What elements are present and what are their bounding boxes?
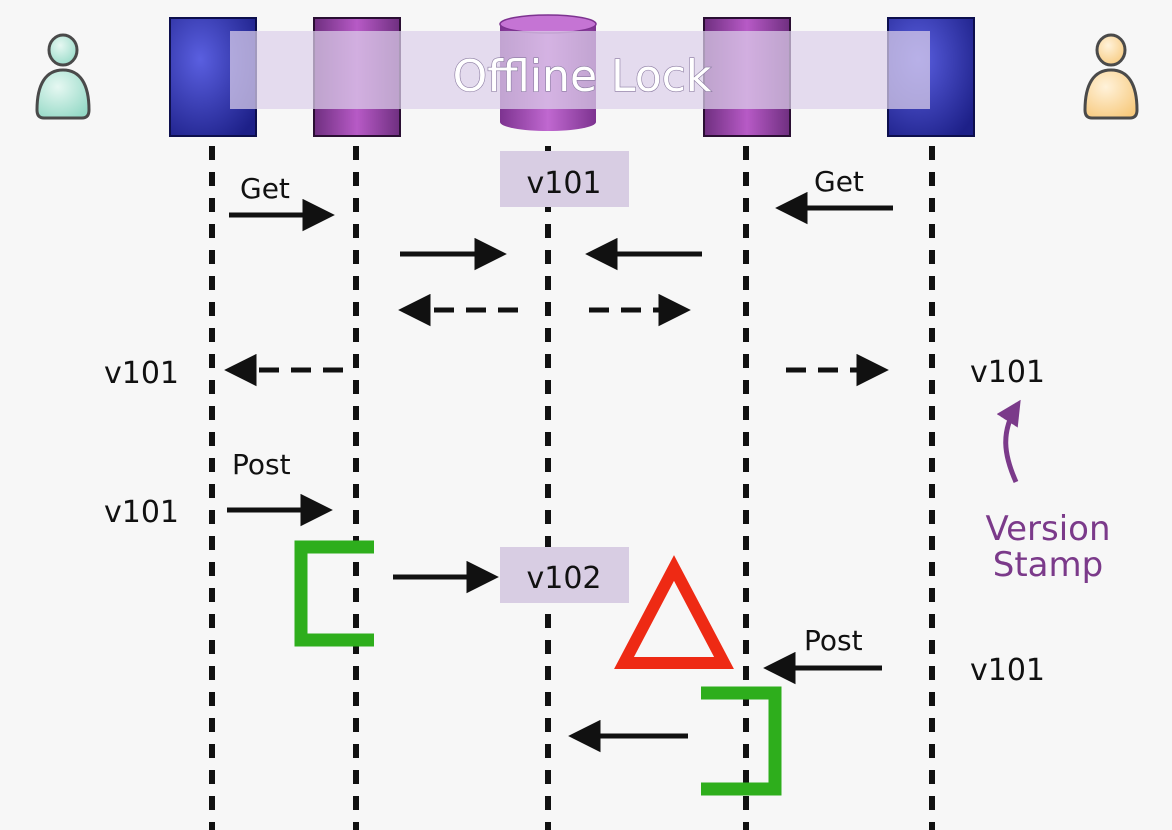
user-right-icon — [1083, 33, 1139, 120]
db-version-box-initial — [500, 151, 629, 207]
get-label-left: Get — [240, 172, 290, 205]
db-version-initial: v101 — [526, 166, 601, 201]
user-left-icon — [35, 33, 91, 120]
version-stamp-label-line1: Version — [985, 509, 1110, 549]
transaction-bracket-left — [294, 540, 374, 647]
version-stamp-label-line2: Stamp — [993, 545, 1103, 585]
warning-triangle-icon — [614, 555, 734, 669]
title-banner — [230, 31, 930, 109]
db-version-box-updated — [500, 547, 629, 603]
post-label-right: Post — [804, 624, 863, 657]
version-right-post: v101 — [970, 653, 1045, 688]
transaction-bracket-right — [701, 686, 782, 796]
post-label-left: Post — [232, 448, 291, 481]
page-title: Offline Lock — [453, 51, 712, 102]
version-left-post: v101 — [104, 495, 179, 530]
version-stamp-arrow-icon — [996, 399, 1021, 484]
version-right-after-get: v101 — [970, 355, 1045, 390]
get-label-right: Get — [814, 165, 864, 198]
db-version-updated: v102 — [526, 561, 601, 596]
version-left-after-get: v101 — [104, 356, 179, 391]
